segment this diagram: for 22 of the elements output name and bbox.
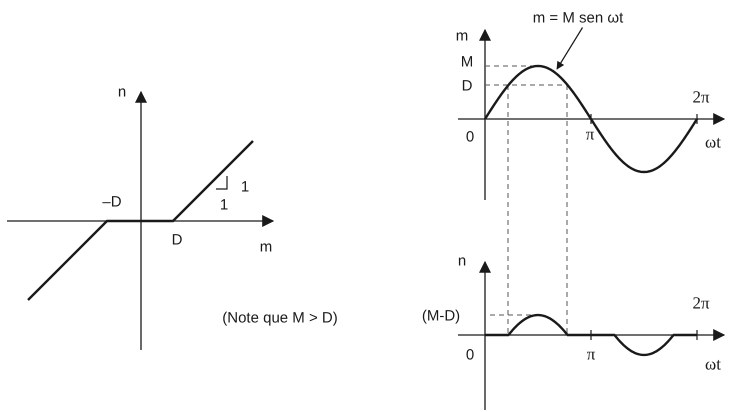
level-label: M bbox=[460, 54, 474, 70]
origin-label: 0 bbox=[466, 348, 474, 362]
axis-label: n bbox=[458, 254, 466, 268]
slope-label: 1 bbox=[220, 198, 228, 212]
threshold-label: D bbox=[172, 232, 182, 248]
axis-label: n bbox=[118, 84, 126, 100]
tick-label: π bbox=[586, 126, 594, 142]
leader-arrow bbox=[556, 27, 584, 70]
tick-label: π bbox=[586, 346, 596, 362]
level-label: (M-D) bbox=[422, 308, 460, 324]
level-label: D bbox=[462, 78, 472, 94]
origin-label: 0 bbox=[466, 130, 474, 144]
tick-label: 2π bbox=[692, 88, 710, 106]
tick-label: 2π bbox=[692, 294, 710, 312]
note-text: (Note que M > D) bbox=[222, 310, 338, 326]
axis-label: m bbox=[456, 28, 468, 44]
axis-label: m bbox=[260, 240, 272, 254]
threshold-label: –D bbox=[102, 194, 122, 210]
axis-label: ωt bbox=[705, 134, 721, 150]
formula-label: m = M sen ωt bbox=[532, 10, 624, 26]
slope-label: 1 bbox=[240, 180, 250, 194]
axis-label: ωt bbox=[705, 356, 721, 372]
